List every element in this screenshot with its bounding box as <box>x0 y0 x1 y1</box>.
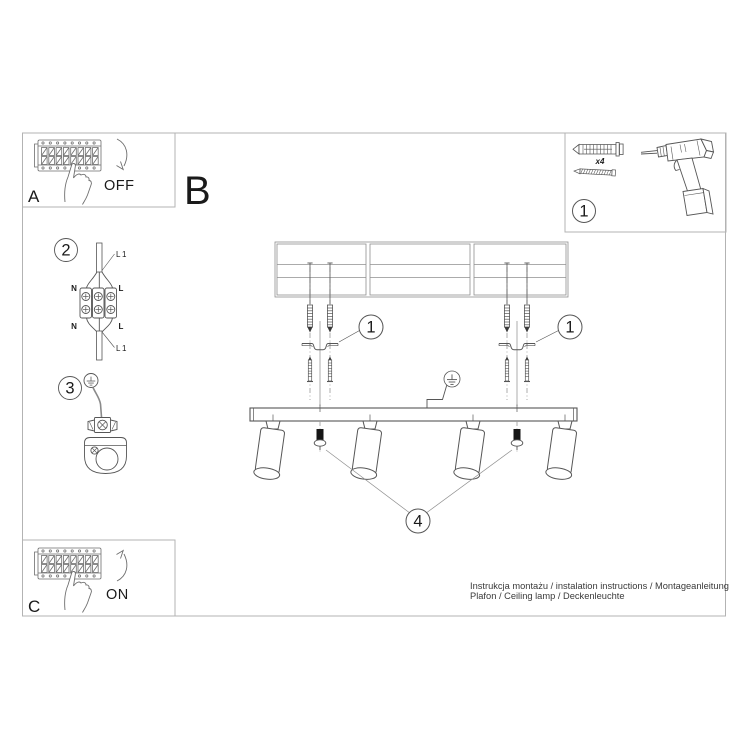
ground-callout: 3 <box>65 380 74 398</box>
section-b-label: B <box>184 169 211 213</box>
panel-c-box <box>22 539 176 617</box>
curved-arrow-up-icon <box>116 549 128 582</box>
l-top-label: L <box>119 284 124 293</box>
anchor-column <box>326 262 334 401</box>
lamp-earth-callout <box>426 370 461 408</box>
fixing-screw-icon <box>510 420 524 453</box>
anchor-column <box>523 262 531 401</box>
wall-plug-icon <box>572 142 624 157</box>
footer-line2: Plafon / Ceiling lamp / Deckenleuchte <box>470 591 625 601</box>
toolbox-contents: x4 <box>572 138 715 223</box>
breaker-panel-icon <box>34 547 102 613</box>
step-c-power-on: C ON <box>28 547 129 616</box>
panel-a-label: A <box>28 187 40 206</box>
ceiling <box>274 241 569 298</box>
step-2-wiring: 2 L1 L1 N L N L <box>54 238 128 361</box>
n-bottom-label: N <box>71 322 77 331</box>
outer-frame <box>22 132 727 617</box>
footer: Instrukcja montażu / instalation instruc… <box>470 581 729 601</box>
canopy-bracket <box>84 437 127 474</box>
lamp-assembly <box>249 404 579 482</box>
mounting-right-callout: 1 <box>565 319 574 337</box>
fastening-callout: 4 <box>325 449 513 534</box>
panel-c-label: C <box>28 597 40 616</box>
l1-bottom-label: L1 <box>116 344 128 353</box>
drill-icon <box>640 138 715 217</box>
l1-top-label: L1 <box>116 250 128 259</box>
screw-icon <box>573 168 616 177</box>
fixing-screw-icon <box>313 420 327 453</box>
fastening-callout-number: 4 <box>413 513 422 531</box>
anchor-column <box>503 262 511 401</box>
curved-arrow-down-icon <box>116 138 128 171</box>
wiring-callout: 2 <box>61 242 70 260</box>
panel-c-state: ON <box>106 587 129 603</box>
plug-quantity-label: x4 <box>595 157 605 166</box>
step-3-grounding: 3 <box>58 373 127 474</box>
step-a-power-off: A OFF <box>28 138 135 206</box>
toolbox-callout-circle <box>572 199 596 223</box>
bracket-callouts: 1 1 <box>338 314 583 343</box>
n-top-label: N <box>71 284 77 293</box>
panel-a-state: OFF <box>104 178 135 194</box>
spotlight-icon <box>452 420 487 482</box>
breaker-panel-icon <box>34 139 102 205</box>
toolbox-callout: 1 <box>579 203 588 221</box>
ground-terminal <box>87 417 118 433</box>
footer-line1: Instrukcja montażu / instalation instruc… <box>470 581 729 591</box>
anchor-column <box>306 262 314 401</box>
toolbox-box <box>564 132 727 233</box>
panel-a-box <box>22 132 176 208</box>
terminal-screws <box>81 292 116 314</box>
mounting-left-callout: 1 <box>366 319 375 337</box>
spotlight-icon <box>544 420 579 482</box>
l-bottom-label: L <box>119 322 124 331</box>
spotlight-icon <box>252 420 287 482</box>
